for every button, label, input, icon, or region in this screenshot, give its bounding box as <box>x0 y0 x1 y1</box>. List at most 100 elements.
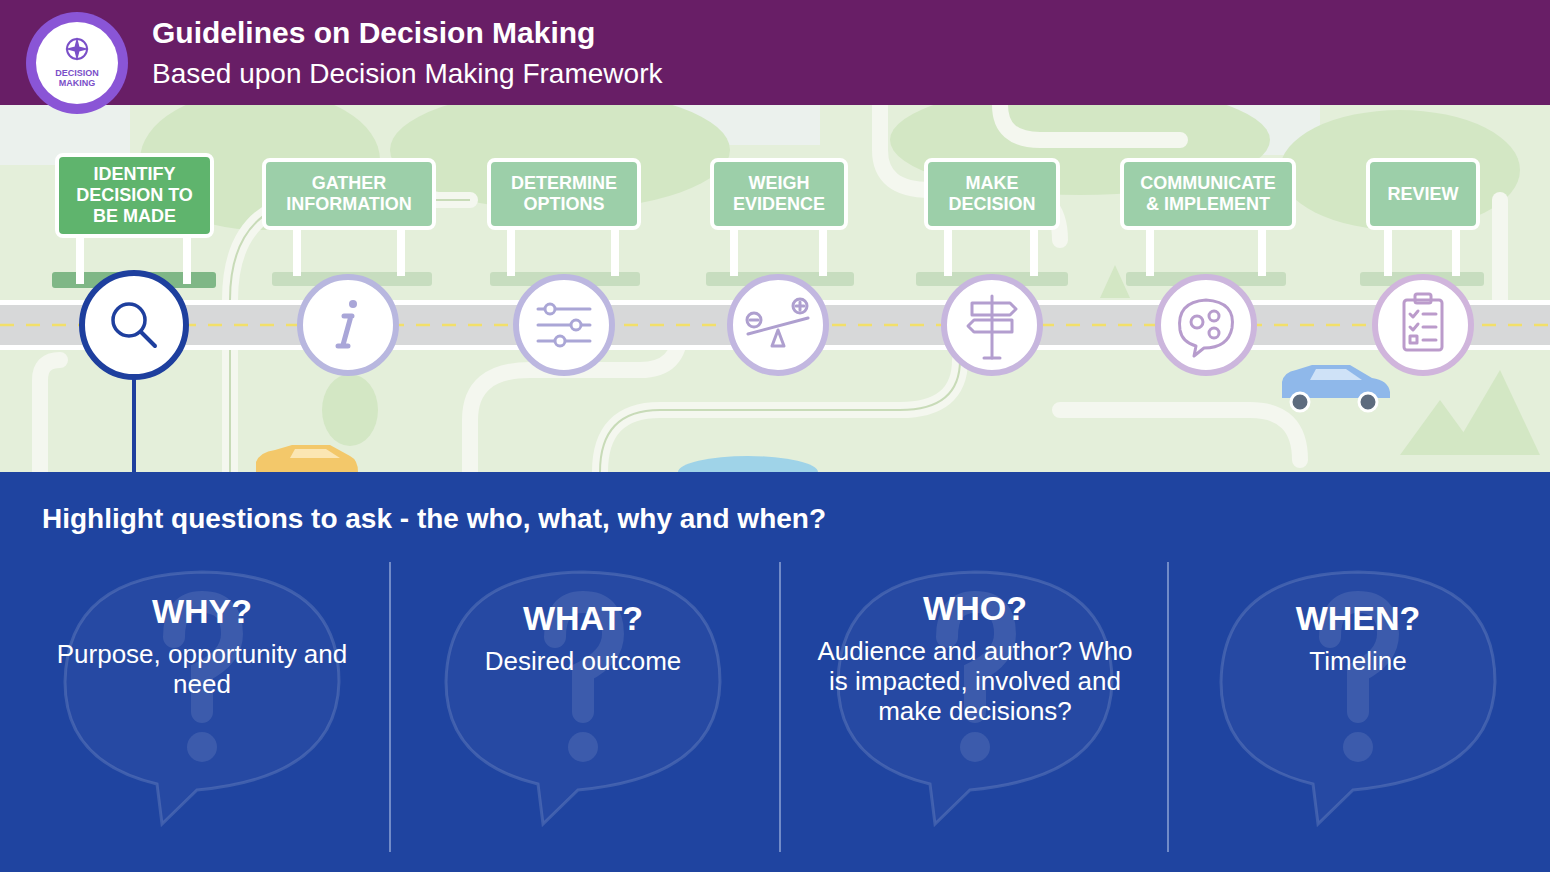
illustration-shape <box>1410 336 1417 343</box>
divider-line <box>389 562 391 852</box>
title-text: Guidelines on Decision Making <box>152 16 595 50</box>
illustration-shape <box>1359 393 1377 411</box>
illustration-shape <box>82 273 186 377</box>
illustration-shape <box>300 277 396 373</box>
illustration-shape <box>984 357 1000 360</box>
logo-circle <box>25 11 129 115</box>
illustration-shape <box>40 360 60 472</box>
blue-car <box>1282 365 1390 411</box>
step-label: WEIGH EVIDENCE <box>722 173 836 215</box>
step-label: REVIEW <box>1387 184 1458 205</box>
illustration-shape <box>1180 300 1233 356</box>
illustration-shape <box>600 360 960 472</box>
question-body: Audience and author? Who is impacted, in… <box>815 636 1135 726</box>
illustration-shape <box>338 316 352 346</box>
step-label: MAKE DECISION <box>936 173 1048 215</box>
illustration-shape <box>991 296 994 358</box>
question-mark-dot <box>568 732 598 762</box>
step-sign: COMMUNICATE & IMPLEMENT <box>1120 158 1296 230</box>
illustration-shape <box>132 370 136 472</box>
question-body: Desired outcome <box>423 646 743 676</box>
illustration-shape <box>678 456 818 472</box>
step-sign: REVIEW <box>1366 158 1480 230</box>
illustration-shape <box>507 228 515 276</box>
bubble-text-group: WHEN?Timeline <box>1198 598 1518 676</box>
illustration-shape <box>772 330 784 346</box>
illustration-shape <box>1404 300 1442 350</box>
question-heading: WHO? <box>815 588 1135 628</box>
step-sign: DETERMINE OPTIONS <box>487 158 641 230</box>
illustration-shape <box>747 299 808 346</box>
shape <box>36 22 118 104</box>
illustration-shape <box>1384 228 1392 276</box>
illustration-shape <box>793 299 807 313</box>
illustration-shape <box>545 304 555 314</box>
illustration-shape <box>1452 228 1460 276</box>
bubble-text-group: WHAT? Desired outcome <box>423 598 743 676</box>
illustration-shape <box>972 303 1016 315</box>
questions-panel: Highlight questions to ask - the who, wh… <box>0 472 1550 872</box>
illustration-shape <box>968 320 1012 332</box>
question-mark-dot <box>187 732 217 762</box>
step-sign: WEIGH EVIDENCE <box>710 158 848 230</box>
illustration-shape <box>1492 200 1508 300</box>
illustration-shape <box>397 228 405 276</box>
step-sign: GATHER INFORMATION <box>262 158 436 230</box>
illustration-shape <box>747 313 761 327</box>
shape <box>65 37 89 61</box>
illustration-shape <box>1158 277 1254 373</box>
illustration-shape <box>611 228 619 276</box>
question-bubble: WHAT? Desired outcome <box>403 562 763 852</box>
illustration-shape <box>349 300 357 308</box>
illustration-shape <box>141 332 155 346</box>
bubble-text-group: WHY? Purpose, opportunity and need <box>42 591 362 699</box>
illustration-shape <box>968 296 1016 358</box>
illustration-shape <box>1258 228 1266 276</box>
illustration-shape <box>730 277 826 373</box>
illustration-shape <box>1100 265 1130 298</box>
header-band: Guidelines on Decision MakingBased upon … <box>0 0 1550 105</box>
illustration-shape <box>799 302 802 310</box>
step-icons <box>82 273 1471 377</box>
question-bubble: WHY? Purpose, opportunity and need <box>22 562 382 852</box>
illustration-shape <box>819 228 827 276</box>
shape <box>26 12 128 114</box>
question-body: Purpose, opportunity and need <box>42 639 362 699</box>
step-label: GATHER INFORMATION <box>274 173 424 215</box>
yellow-car <box>256 445 358 472</box>
illustration-shape <box>1404 294 1442 350</box>
question-bubble: WHO? Audience and author? Who is impacted… <box>795 562 1155 852</box>
illustration-shape <box>571 320 581 330</box>
illustration-shape <box>555 336 565 346</box>
step-sign: MAKE DECISION <box>924 158 1060 230</box>
question-heading: WHAT? <box>423 598 743 638</box>
illustration-shape <box>1375 277 1471 373</box>
illustration-shape <box>516 277 612 373</box>
subtitle-text: Based upon Decision Making Framework <box>152 58 662 90</box>
question-body: Timeline <box>1198 646 1518 676</box>
illustration-shape <box>322 374 378 446</box>
bubble-text-group: WHO? Audience and author? Who is impacted… <box>815 588 1135 726</box>
illustration-shape <box>40 105 1500 472</box>
illustration-shape <box>293 228 301 276</box>
step-label: COMMUNICATE & IMPLEMENT <box>1132 173 1284 215</box>
illustration-shape <box>880 105 1060 240</box>
step-label: DETERMINE OPTIONS <box>499 173 629 215</box>
divider-line <box>779 562 781 852</box>
illustration-shape <box>1180 300 1233 356</box>
logo-badge: DECISION MAKING <box>25 11 129 115</box>
question-bubble: WHEN?Timeline <box>1178 562 1538 852</box>
illustration-shape <box>1209 328 1219 338</box>
illustration-shape <box>183 236 191 284</box>
divider-line <box>1167 562 1169 852</box>
illustration-shape <box>538 304 590 346</box>
question-heading: WHY? <box>42 591 362 631</box>
illustration-shape <box>290 449 340 458</box>
illustration-shape <box>1450 370 1540 455</box>
question-mark-dot <box>960 732 990 762</box>
illustration-shape <box>1191 316 1203 328</box>
illustration-shape <box>1310 369 1362 380</box>
illustration-shape <box>944 277 1040 373</box>
illustration-shape <box>256 445 358 472</box>
